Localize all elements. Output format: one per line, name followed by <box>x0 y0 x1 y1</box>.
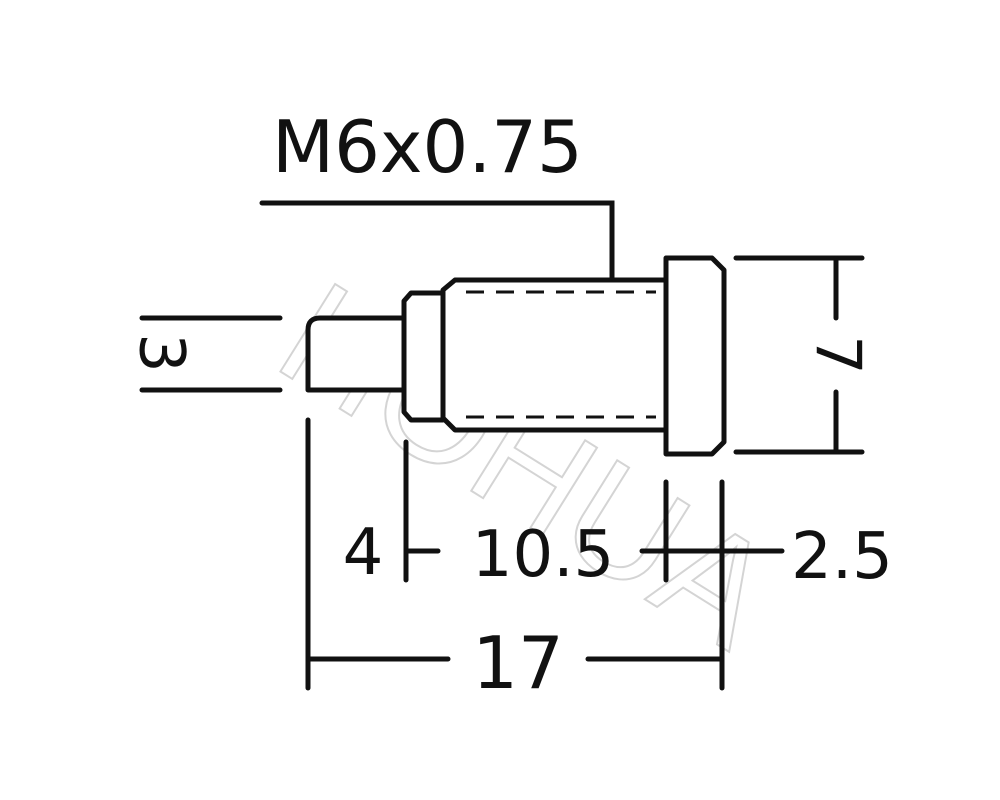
tip-length-label: 4 <box>343 516 384 590</box>
part-threaded-body <box>440 277 669 433</box>
total-length-label: 17 <box>472 621 564 705</box>
part-collar <box>401 290 446 423</box>
head-diameter-label: 7 <box>802 335 875 374</box>
thread-length-label: 10.5 <box>472 518 615 592</box>
extension-lines <box>305 417 725 691</box>
head-length-label: 2.5 <box>791 520 893 594</box>
part-tip <box>305 315 407 393</box>
thread-leader <box>259 200 615 281</box>
thread-spec-label: M6x0.75 <box>272 105 583 189</box>
part-outline <box>305 255 727 457</box>
tip-diameter-label: 3 <box>126 333 199 372</box>
head-diameter-dimension <box>733 255 865 455</box>
tip-diameter-dimension <box>139 315 283 393</box>
part-head <box>663 255 727 457</box>
